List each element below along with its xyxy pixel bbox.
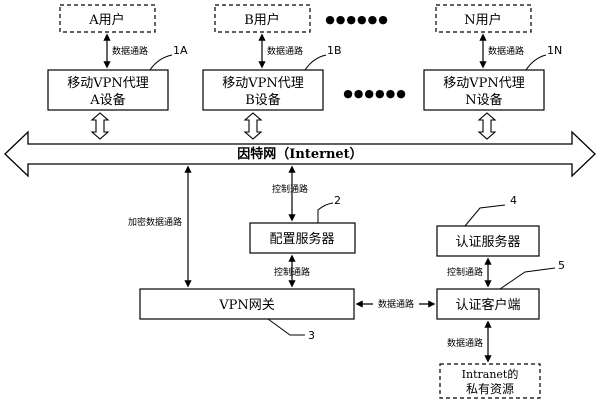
proxy-b-box: 移动VPN代理 B设备 1B — [202, 44, 342, 111]
config-server-box: 配置服务器 2 — [249, 194, 356, 254]
intranet-line2: 私有资源 — [466, 382, 514, 396]
channel-user-a-proxy-a: 数据通路 — [103, 33, 148, 69]
channel-user-b-proxy-b: 数据通路 — [258, 33, 303, 69]
user-n-label: N用户 — [464, 12, 501, 28]
control-channel-config-gateway: 控制通路 — [274, 254, 310, 288]
auth-client-tag: 5 — [558, 259, 565, 272]
proxy-ellipsis: ●●●●●● — [343, 87, 407, 100]
data-channel-label: 数据通路 — [112, 45, 148, 57]
control-channel-label-2: 控制通路 — [274, 266, 310, 278]
proxy-a-internet-link — [90, 112, 110, 140]
proxy-b-internet-link — [243, 112, 263, 140]
data-channel-label: 数据通路 — [488, 45, 524, 57]
config-server-label: 配置服务器 — [269, 231, 334, 247]
proxy-a-line2: A设备 — [89, 92, 125, 108]
channel-user-n-proxy-n: 数据通路 — [479, 33, 524, 69]
proxy-n-line2: N设备 — [465, 92, 502, 108]
user-ellipsis: ●●●●●● — [325, 13, 389, 26]
encrypted-channel: 加密数据通路 — [128, 165, 192, 288]
proxy-a-box: 移动VPN代理 A设备 1A — [47, 44, 188, 111]
vpn-gateway-label: VPN网关 — [218, 298, 275, 313]
intranet-box: Intranet的 私有资源 — [439, 363, 541, 399]
proxy-n-internet-link — [477, 112, 497, 140]
data-channel-intranet-label: 数据通路 — [447, 337, 483, 349]
encrypted-channel-label: 加密数据通路 — [128, 216, 182, 228]
user-a-label: A用户 — [88, 12, 124, 28]
proxy-b-tag: 1B — [327, 44, 342, 57]
auth-server-box: 认证服务器 4 — [436, 194, 540, 257]
config-server-tag: 2 — [334, 194, 341, 207]
internet-label: 因特网（Internet） — [237, 146, 362, 162]
control-channel-label-3: 控制通路 — [447, 266, 483, 278]
proxy-n-box: 移动VPN代理 N设备 1N — [423, 44, 562, 111]
data-channel-client-intranet: 数据通路 — [447, 320, 492, 363]
control-channel-auth: 控制通路 — [447, 257, 492, 288]
control-channel-internet-config: 控制通路 — [272, 165, 308, 222]
data-channel-gateway-label: 数据通路 — [378, 298, 414, 310]
user-n-box: N用户 — [435, 4, 532, 33]
intranet-line1: Intranet的 — [462, 367, 519, 381]
proxy-a-tag: 1A — [173, 44, 188, 57]
proxy-a-line1: 移动VPN代理 — [67, 76, 149, 91]
proxy-n-line1: 移动VPN代理 — [443, 76, 525, 91]
auth-server-tag: 4 — [510, 194, 517, 207]
vpn-gateway-tag: 3 — [308, 329, 315, 342]
vpn-gateway-box: VPN网关 3 — [139, 288, 355, 342]
proxy-b-line1: 移动VPN代理 — [222, 76, 304, 91]
proxy-b-line2: B设备 — [245, 92, 281, 108]
control-channel-label: 控制通路 — [272, 183, 308, 195]
data-channel-label: 数据通路 — [267, 45, 303, 57]
user-b-label: B用户 — [244, 12, 280, 28]
user-b-box: B用户 — [214, 4, 311, 33]
auth-client-box: 认证客户端 5 — [436, 259, 565, 320]
proxy-n-tag: 1N — [547, 44, 562, 57]
data-channel-gateway-client: 数据通路 — [355, 298, 436, 310]
auth-client-label: 认证客户端 — [455, 297, 520, 313]
user-a-box: A用户 — [59, 4, 156, 33]
internet-band: 因特网（Internet） — [4, 130, 596, 178]
auth-server-label: 认证服务器 — [455, 234, 520, 250]
